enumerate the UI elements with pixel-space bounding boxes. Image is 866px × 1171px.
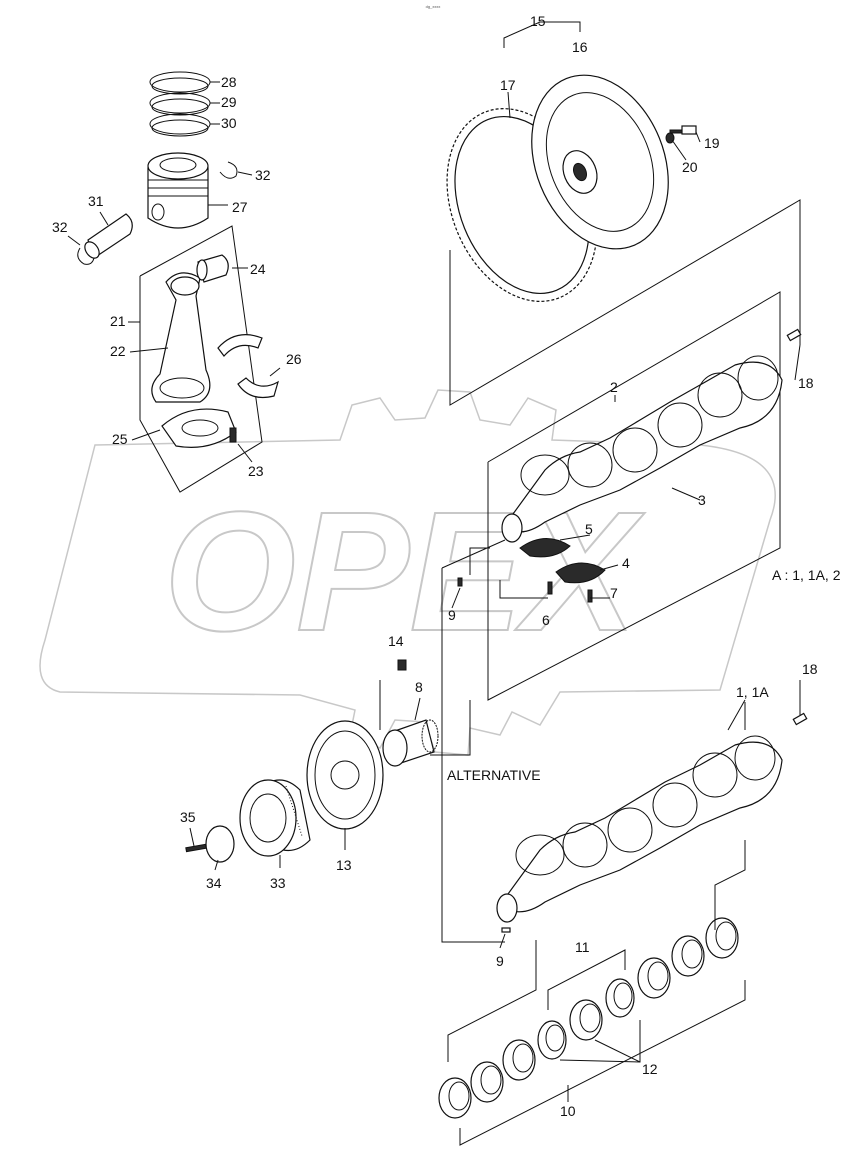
piston-rings [149, 71, 211, 137]
label-10: 10 [560, 1103, 576, 1119]
label-34: 34 [206, 875, 222, 891]
con-rod [151, 272, 211, 403]
label-24: 24 [250, 261, 266, 277]
bearing-brackets [447, 840, 746, 1146]
counterweights [457, 538, 610, 603]
label-18-top: 18 [798, 375, 814, 391]
label-16: 16 [572, 39, 588, 55]
label-27: 27 [232, 199, 248, 215]
label-32-right: 32 [255, 167, 271, 183]
label-28: 28 [221, 74, 237, 90]
damper-bolt [379, 659, 471, 756]
alternative-label: ALTERNATIVE [447, 767, 541, 783]
label-18-bottom: 18 [802, 661, 818, 677]
label-35: 35 [180, 809, 196, 825]
label-5: 5 [585, 521, 593, 537]
label-20: 20 [682, 159, 698, 175]
applicability-note: A : 1, 1A, 2 [772, 567, 841, 583]
label-3: 3 [698, 492, 706, 508]
crank-gear [382, 719, 439, 767]
label-7: 7 [610, 585, 618, 601]
leader-lines [67, 81, 801, 1102]
label-30: 30 [221, 115, 237, 131]
piston [147, 152, 209, 229]
rod-cap [161, 408, 237, 448]
label-23: 23 [248, 463, 264, 479]
plate [205, 825, 235, 863]
piston-pin [84, 213, 133, 259]
label-19: 19 [704, 135, 720, 151]
dowel-pin-top [786, 328, 802, 342]
con-rod-box [139, 225, 263, 493]
label-32-left: 32 [52, 219, 68, 235]
label-14: 14 [388, 633, 404, 649]
crankshaft-box [487, 291, 781, 701]
crankshaft [501, 355, 783, 543]
main-bearings [438, 917, 739, 1119]
label-8: 8 [415, 679, 423, 695]
part-labels: 28 29 30 32 27 31 32 24 21 22 26 25 23 1… [52, 13, 841, 1119]
header-code: dg_xxxx [426, 4, 441, 9]
label-17: 17 [500, 77, 516, 93]
small-end-bush [196, 254, 229, 283]
damper [306, 720, 384, 830]
bearing-shells-rod [217, 334, 279, 399]
pulley [239, 779, 311, 857]
label-9-bottom: 9 [496, 953, 504, 969]
alt-crank-box [441, 539, 746, 943]
label-13: 13 [336, 857, 352, 873]
label-9-top: 9 [448, 607, 456, 623]
flywheel [531, 74, 669, 250]
label-12: 12 [642, 1061, 658, 1077]
label-6: 6 [542, 612, 550, 628]
flywheel-bracket [449, 21, 801, 406]
label-15: 15 [530, 13, 546, 29]
label-21: 21 [110, 313, 126, 329]
label-31: 31 [88, 193, 104, 209]
label-25: 25 [112, 431, 128, 447]
flywheel-bolt [665, 125, 697, 144]
label-22: 22 [110, 343, 126, 359]
label-4: 4 [622, 555, 630, 571]
rod-bolt [229, 427, 237, 443]
alt-crankshaft [496, 735, 783, 923]
label-33: 33 [270, 875, 286, 891]
label-2: 2 [610, 379, 618, 395]
circlip-left [77, 247, 95, 265]
pulley-bolt [185, 843, 207, 853]
label-26: 26 [286, 351, 302, 367]
label-11: 11 [575, 939, 590, 955]
label-1-1a: 1, 1A [736, 684, 769, 700]
circlip-right [219, 161, 238, 179]
dowel-pin-bottom [501, 712, 808, 933]
label-29: 29 [221, 94, 237, 110]
